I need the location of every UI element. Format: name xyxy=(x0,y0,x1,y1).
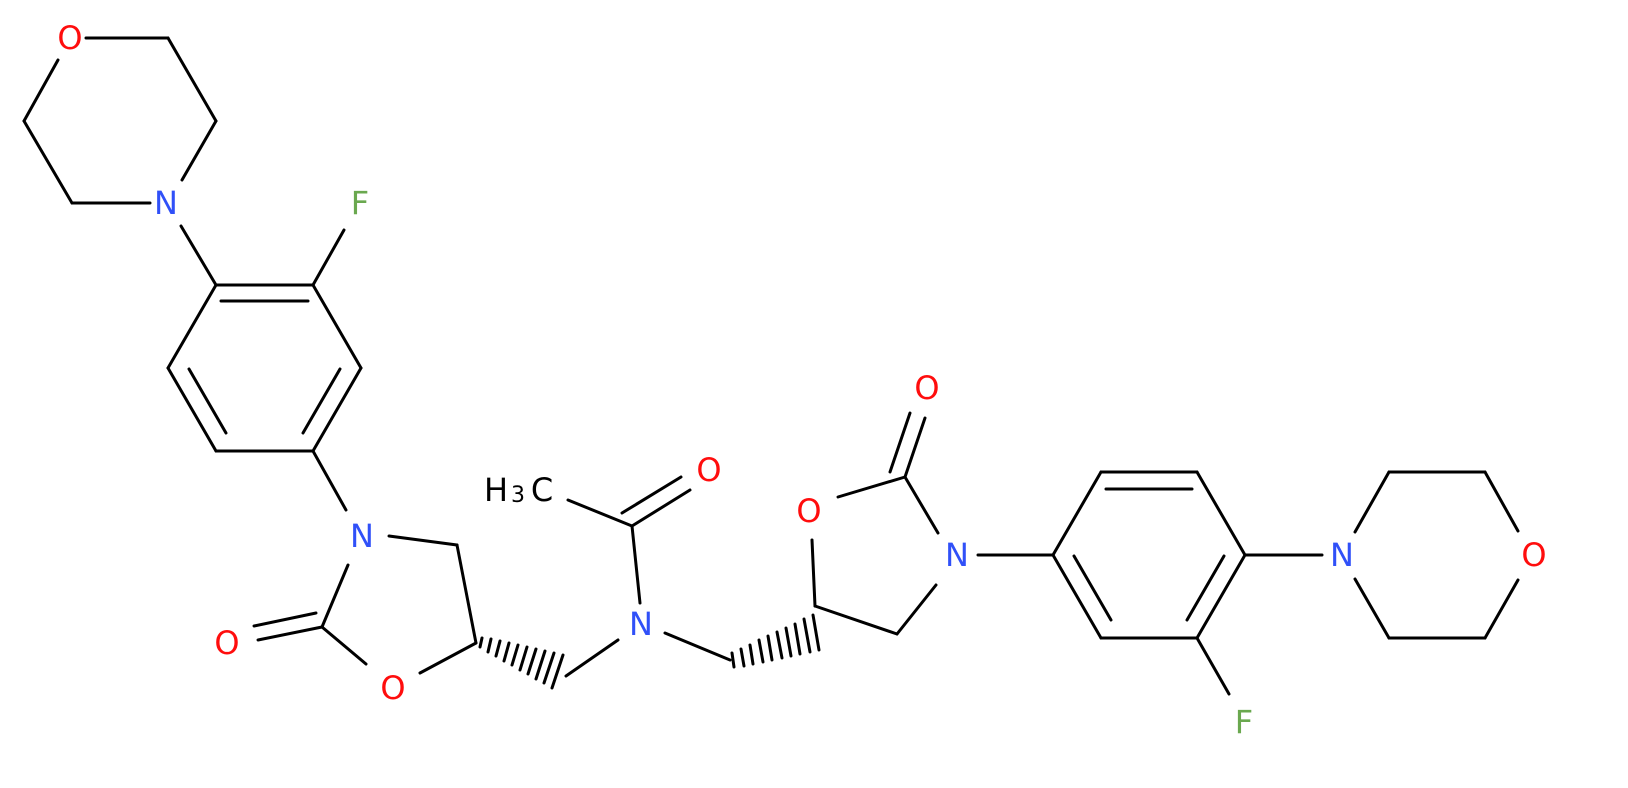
left-methylene-nitrogen-bond xyxy=(564,638,620,678)
left-carbonyl-bond-1 xyxy=(256,625,324,642)
right-carbonyl-oxygen-label: O xyxy=(914,369,939,407)
right-oxazolidinone-nitrogen-label: N xyxy=(945,536,969,574)
left-fluoro-bond xyxy=(311,228,346,287)
left-oxazolidinone-nitrogen-label: N xyxy=(350,517,374,555)
right-fluorine-label: F xyxy=(1235,703,1253,741)
methyl-subscript-label: 3 xyxy=(511,483,525,508)
acetyl-carbonyl-bond-2 xyxy=(620,475,683,515)
acetyl-methyl-bond xyxy=(566,498,634,528)
left-carbonyl-bond-2 xyxy=(252,611,318,628)
left-aryl-oxazolidinone-bond xyxy=(311,449,348,512)
left-phenyl-ring xyxy=(166,283,363,453)
acetyl-oxygen-label: O xyxy=(696,451,721,489)
central-nitrogen-label: N xyxy=(629,605,653,643)
left-fluorine-label: F xyxy=(351,184,369,222)
left-morpholine-oxygen-label: O xyxy=(57,19,82,57)
left-morpholine-aryl-bond xyxy=(179,224,218,287)
left-morpholine-ring xyxy=(22,36,218,205)
acetyl-carbonyl-bond-1 xyxy=(630,488,692,528)
left-carbonyl-oxygen-label: O xyxy=(214,624,239,662)
methyl-carbon-label: C xyxy=(531,471,553,509)
right-ring-oxygen-label: O xyxy=(796,492,821,530)
left-oxazolidinone-ring xyxy=(320,534,478,675)
right-morpholine-nitrogen-label: N xyxy=(1330,536,1354,574)
right-carbonyl-bond-2 xyxy=(888,411,912,474)
right-fluoro-bond xyxy=(1195,636,1231,696)
methyl-hydrogen-label: H xyxy=(484,471,508,509)
left-morpholine-nitrogen-label: N xyxy=(154,184,178,222)
methyl-group-label: H 3 C xyxy=(484,471,553,509)
right-morpholine-oxygen-label: O xyxy=(1521,536,1546,574)
right-phenyl-ring xyxy=(1051,470,1247,640)
right-morpholine-ring xyxy=(1353,470,1520,640)
right-stereo-hash xyxy=(730,613,821,669)
right-oxazolidinone-ring xyxy=(810,475,940,636)
central-n-carbonyl-bond xyxy=(630,524,642,605)
left-stereo-hash xyxy=(478,636,565,690)
central-n-right-methylene-bond xyxy=(663,631,732,662)
right-carbonyl-bond-1 xyxy=(903,416,927,479)
left-ring-oxygen-label: O xyxy=(380,669,405,707)
